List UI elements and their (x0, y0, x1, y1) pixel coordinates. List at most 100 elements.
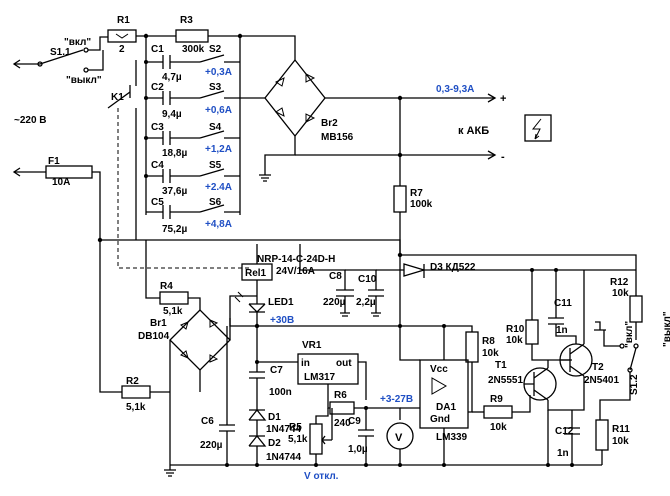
resistor-r10 (525, 319, 539, 345)
label-c8: C8 (329, 271, 342, 282)
label-vkl: "вкл" (64, 37, 91, 48)
label-c11-value: 1n (556, 325, 568, 336)
label-c12: C12 (555, 426, 574, 437)
label-rel1: Rel1 (245, 268, 267, 279)
label-minus: - (501, 151, 505, 163)
label-c6: C6 (201, 416, 214, 427)
label-da1: DA1 (436, 402, 456, 413)
label-c7-value: 100n (269, 387, 292, 398)
label-c8-value: 220µ (323, 297, 346, 308)
resistor-r8 (465, 331, 479, 363)
label-s2: S2 (209, 44, 222, 55)
label-gnd: Gnd (430, 414, 450, 425)
label-r3: R3 (180, 15, 193, 26)
label-c3: C3 (151, 122, 164, 133)
resistor-r12 (629, 295, 643, 323)
resistor-r1 (107, 29, 137, 43)
label-d2: D2 (268, 438, 281, 449)
resistor-r4 (159, 291, 189, 305)
label-k1: K1 (111, 92, 124, 103)
label-br1: Br1 (150, 318, 167, 329)
label-r4: R4 (160, 281, 173, 292)
label-r1-value: 2 (119, 44, 125, 55)
label-f1: F1 (48, 156, 60, 167)
label-c6-value: 220µ (200, 440, 223, 451)
label-r6: R6 (334, 390, 347, 401)
label-current-3: +1,2A (205, 144, 232, 155)
label-mains: ~220 В (14, 115, 47, 126)
label-c10: C10 (358, 274, 377, 285)
label-vr1-in: in (301, 358, 310, 369)
label-voltmeter: V (395, 432, 403, 444)
battery-icon (524, 114, 552, 142)
label-c1: C1 (151, 44, 164, 55)
label-current-1: +0,3A (205, 67, 232, 78)
label-r9: R9 (490, 394, 503, 405)
label-r10-value: 10k (506, 335, 523, 346)
resistor-r3 (175, 29, 209, 43)
label-c5: C5 (151, 197, 164, 208)
label-r12-value: 10k (612, 288, 629, 299)
potentiometer-r5 (309, 423, 323, 455)
label-c7: C7 (270, 365, 283, 376)
label-r5-value: 5,1k (288, 434, 308, 445)
label-r8-value: 10k (482, 348, 499, 359)
label-c1-value: 4,7µ (162, 72, 182, 83)
label-current-5: +4,8A (205, 219, 232, 230)
label-d1: D1 (268, 412, 281, 423)
label-plus: + (500, 93, 506, 105)
label-r8: R8 (482, 336, 495, 347)
label-r3-value: 300k (182, 44, 205, 55)
bridge-br1 (169, 309, 231, 371)
label-current-2: +0,6A (205, 105, 232, 116)
label-vykl: "выкл" (66, 75, 102, 86)
label-r1: R1 (117, 15, 130, 26)
label-s5: S5 (209, 160, 222, 171)
label-lm339: LM339 (436, 432, 468, 443)
resistor-r6 (329, 401, 355, 415)
label-c5-value: 75,2µ (162, 224, 187, 235)
label-t2: T2 (592, 362, 604, 373)
label-br2-value: MB156 (321, 132, 354, 143)
label-br2: Br2 (321, 118, 338, 129)
label-r2-value: 5,1k (126, 402, 146, 413)
label-c9: C9 (348, 416, 361, 427)
label-t2-value: 2N5401 (584, 375, 619, 386)
label-f1-value: 10A (52, 177, 70, 188)
label-vykl-2: "выкл" (662, 311, 670, 347)
label-r7-value: 100k (410, 199, 433, 210)
label-relay: NRP-14-C-24D-H (257, 254, 335, 265)
label-c2-value: 9,4µ (162, 109, 182, 120)
bridge-br2 (264, 58, 326, 138)
label-r12: R12 (610, 277, 629, 288)
label-lm317: LM317 (304, 372, 336, 383)
label-s11: S1.1 (50, 47, 71, 58)
label-v-off: V откл. (304, 471, 339, 482)
label-d2-value: 1N4744 (266, 452, 301, 463)
label-c9-value: 1,0µ (348, 444, 368, 455)
label-vr1: VR1 (302, 340, 322, 351)
label-c4: C4 (151, 160, 164, 171)
label-r6-value: 240 (334, 418, 351, 429)
label-c11: C11 (554, 298, 572, 309)
label-c3-value: 18,8µ (162, 148, 187, 159)
cap-bank (144, 54, 240, 219)
label-t1: T1 (495, 360, 507, 371)
label-d3: D3 КД522 (430, 262, 476, 273)
label-r9-value: 10k (490, 422, 507, 433)
label-s3: S3 (209, 82, 222, 93)
label-c4-value: 37,6µ (162, 186, 187, 197)
label-br1-value: DB104 (138, 331, 170, 342)
label-led1: LED1 (268, 297, 294, 308)
label-current-range: 0,3-9,3A (436, 84, 474, 95)
label-r5: R5 (289, 422, 302, 433)
label-d1-value: 1N4744 (266, 424, 301, 435)
label-r10: R10 (506, 324, 525, 335)
label-vr1-out: out (336, 358, 352, 369)
label-s6: S6 (209, 197, 222, 208)
label-relay-value: 24V/16A (276, 266, 315, 277)
label-r7: R7 (410, 188, 423, 199)
label-c2: C2 (151, 82, 164, 93)
label-c12-value: 1n (557, 448, 569, 459)
label-30v: +30В (270, 315, 294, 326)
